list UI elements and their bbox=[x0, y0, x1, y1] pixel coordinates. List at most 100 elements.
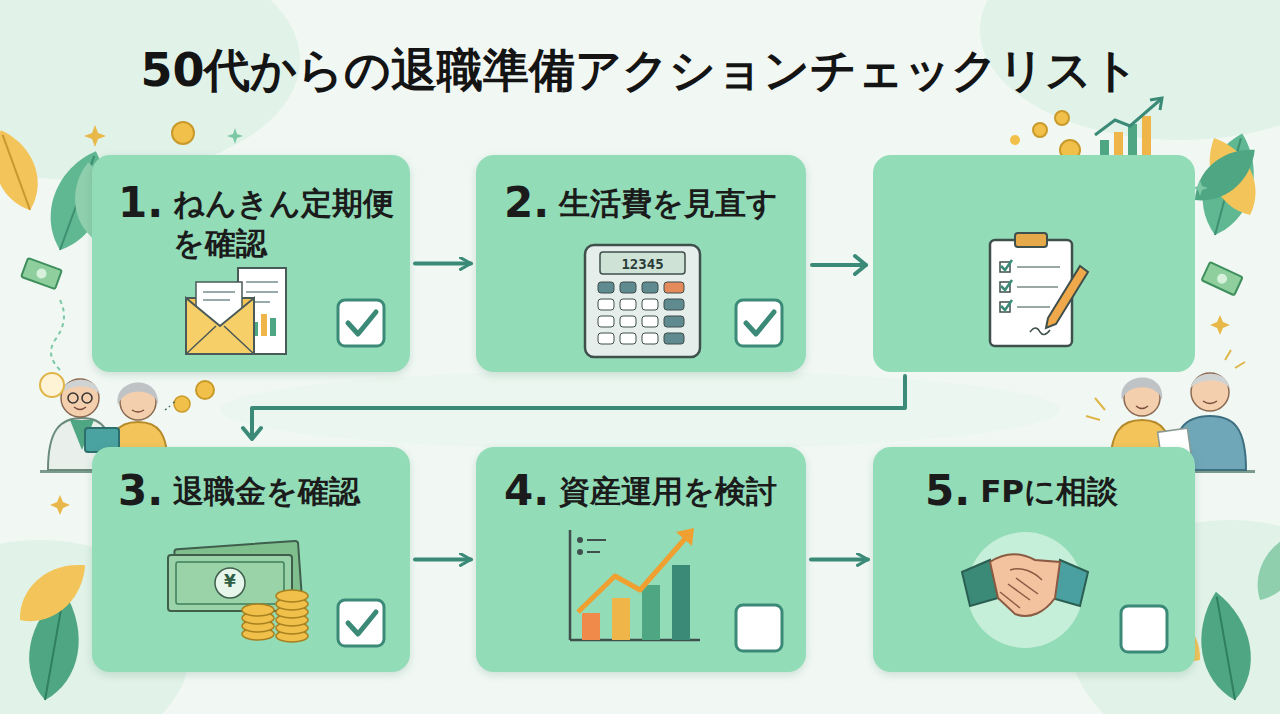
senior-couple-right bbox=[1158, 428, 1193, 468]
flow-arrow bbox=[252, 376, 905, 438]
growth-chart-icon bbox=[582, 613, 600, 640]
mini-chart-decoration bbox=[1100, 140, 1109, 155]
mini-chart-decoration bbox=[1150, 98, 1162, 110]
leaf-decoration bbox=[60, 156, 94, 250]
clipboard-icon bbox=[1015, 233, 1047, 247]
step-heading: 5.FPに相談 bbox=[925, 469, 1195, 513]
leaf-decoration bbox=[37, 143, 118, 258]
checkbox-empty bbox=[1121, 606, 1167, 652]
senior-couple-left bbox=[40, 470, 190, 473]
money-icon bbox=[276, 598, 308, 610]
senior-couple-left bbox=[108, 422, 168, 470]
leaf-decoration bbox=[1217, 597, 1235, 700]
calculator-display: 12345 bbox=[600, 254, 685, 274]
flow-arrow bbox=[415, 558, 471, 562]
leaf-decoration bbox=[1196, 130, 1267, 224]
sparkle bbox=[50, 495, 70, 515]
money-icon bbox=[174, 541, 302, 606]
banknote-decoration bbox=[35, 267, 48, 280]
leaf-decoration bbox=[45, 597, 63, 700]
handshake-icon bbox=[962, 532, 1088, 648]
step-number: 5. bbox=[925, 469, 970, 513]
clipboard-icon bbox=[1017, 306, 1050, 308]
clipboard-icon bbox=[1001, 300, 1012, 310]
empty-step-box bbox=[873, 155, 1195, 372]
step-number: 3. bbox=[118, 469, 163, 513]
senior-couple-right bbox=[1124, 380, 1160, 416]
calculator-icon bbox=[598, 299, 614, 310]
leaf-decoration bbox=[1192, 127, 1266, 241]
coin-decoration bbox=[1010, 135, 1020, 145]
leaf-decoration bbox=[1122, 590, 1212, 675]
step-number: 2. bbox=[504, 181, 549, 225]
step-label: 生活費を見直す bbox=[559, 181, 806, 223]
currency-mark: ¥ bbox=[215, 571, 245, 591]
sparkle bbox=[227, 128, 243, 144]
growth-chart-icon bbox=[570, 528, 700, 640]
money-icon bbox=[276, 630, 308, 642]
senior-couple-left bbox=[68, 393, 78, 403]
checkbox-checked bbox=[746, 312, 774, 334]
envelope-icon bbox=[203, 291, 235, 293]
senior-couple-left bbox=[85, 428, 119, 452]
leaf-decoration bbox=[0, 123, 1280, 704]
money-icon bbox=[276, 606, 308, 618]
checkbox-checked bbox=[338, 300, 782, 646]
calculator-icon bbox=[620, 282, 636, 293]
senior-couple-right bbox=[1136, 406, 1148, 409]
envelope-icon bbox=[261, 314, 267, 336]
senior-couple-right bbox=[1095, 470, 1255, 473]
calculator-icon bbox=[585, 245, 700, 357]
growth-chart-icon bbox=[569, 530, 572, 640]
growth-chart-icon bbox=[570, 639, 700, 642]
clipboard-icon bbox=[990, 233, 1088, 346]
growth-chart-icon bbox=[642, 585, 660, 640]
clipboard-icon bbox=[1000, 302, 1010, 312]
envelope-icon bbox=[186, 326, 254, 354]
coin-decoration bbox=[172, 111, 1080, 399]
handshake-icon bbox=[1000, 569, 1042, 608]
handshake-icon bbox=[967, 532, 1083, 648]
mini-chart-decoration bbox=[1095, 155, 1165, 157]
calculator-icon bbox=[642, 282, 658, 293]
growth-chart-icon bbox=[587, 539, 606, 541]
money-icon bbox=[242, 612, 274, 624]
senior-couple-left bbox=[132, 410, 144, 412]
calculator-icon bbox=[664, 316, 684, 327]
leaf-decoration bbox=[3, 135, 30, 210]
leaf-decoration bbox=[37, 143, 118, 258]
banknote-decoration bbox=[21, 258, 62, 289]
sparkle bbox=[1210, 315, 1230, 335]
clipboard-icon bbox=[1001, 260, 1012, 310]
sparkle bbox=[1192, 180, 1208, 196]
leaf-decoration bbox=[72, 161, 112, 242]
calculator-icon bbox=[664, 282, 684, 293]
banknote-decoration bbox=[21, 258, 1242, 370]
envelope-icon bbox=[186, 298, 254, 354]
leaf-decoration bbox=[1196, 130, 1267, 224]
envelope-icon bbox=[238, 268, 286, 354]
senior-couple-right bbox=[1121, 377, 1162, 400]
calculator-icon bbox=[642, 333, 658, 344]
sparkle bbox=[84, 125, 106, 147]
senior-couple-left bbox=[48, 418, 112, 470]
senior-couple-right bbox=[1225, 350, 1245, 368]
step-label: FPに相談 bbox=[980, 469, 1195, 511]
mini-chart-decoration bbox=[1128, 124, 1137, 155]
step-heading: 3.退職金を確認 bbox=[118, 469, 410, 513]
senior-couple-left bbox=[82, 393, 92, 403]
envelope-icon bbox=[203, 299, 230, 301]
step-number: 4. bbox=[504, 469, 549, 513]
checkbox-checked bbox=[338, 600, 384, 646]
growth-chart-icon bbox=[577, 537, 583, 543]
growth-chart-icon bbox=[587, 551, 600, 553]
clipboard-icon bbox=[1000, 262, 1010, 312]
senior-couple-left bbox=[40, 373, 64, 397]
growth-chart-icon bbox=[672, 565, 690, 640]
banknote-decoration bbox=[51, 300, 64, 370]
money-icon bbox=[276, 590, 308, 602]
